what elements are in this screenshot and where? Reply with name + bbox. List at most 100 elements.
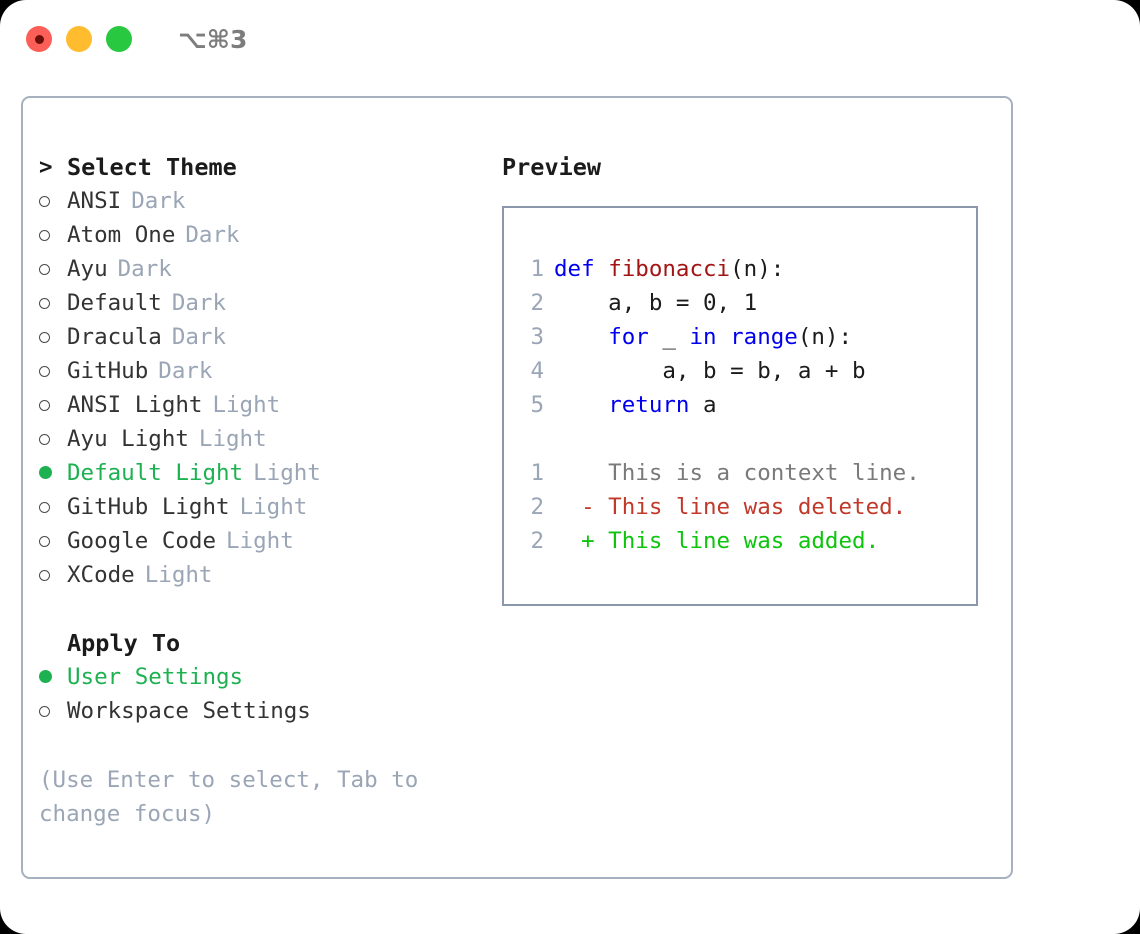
line-number: 2 — [530, 494, 544, 520]
code-token: (n): — [797, 324, 853, 350]
window-titlebar: ⌥⌘3 — [0, 0, 1140, 78]
theme-item-tag: Dark — [171, 290, 227, 316]
radio-dot-icon — [39, 434, 50, 445]
theme-list-item[interactable]: GitHub Dark — [39, 354, 479, 388]
keyboard-shortcut-label: ⌥⌘3 — [178, 24, 248, 54]
theme-item-tag: Light — [144, 562, 213, 588]
diff-sign: + — [554, 528, 595, 554]
theme-item-label: GitHub Light — [67, 494, 230, 520]
code-token: def — [554, 256, 609, 282]
code-token — [717, 324, 731, 350]
code-token: a, b = b, a + b — [554, 358, 866, 384]
line-number: 2 — [530, 290, 544, 316]
theme-picker-header: > Select Theme — [39, 150, 479, 184]
theme-item-label: GitHub — [67, 358, 149, 384]
code-token: return — [608, 392, 690, 418]
radio-unselected-icon[interactable] — [39, 218, 67, 252]
radio-unselected-icon[interactable] — [39, 388, 67, 422]
code-token — [554, 392, 608, 418]
diff-sign — [554, 460, 595, 486]
radio-selected-icon[interactable] — [39, 660, 67, 694]
radio-unselected-icon[interactable] — [39, 184, 67, 218]
radio-dot-icon — [39, 466, 52, 479]
diff-sign: - — [554, 494, 595, 520]
radio-unselected-icon[interactable] — [39, 422, 67, 456]
theme-list-item[interactable]: GitHub Light Light — [39, 490, 479, 524]
theme-item-tag: Light — [226, 528, 294, 554]
theme-list-item[interactable]: Ayu Dark — [39, 252, 479, 286]
radio-unselected-icon[interactable] — [39, 354, 67, 388]
diff-line: 2 - This line was deleted. — [518, 490, 970, 524]
code-token: _ — [648, 324, 690, 350]
code-token: fibonacci — [608, 256, 731, 282]
apply-to-item-label: Workspace Settings — [67, 698, 311, 724]
line-number: 2 — [530, 528, 544, 554]
code-token: for — [608, 324, 649, 350]
radio-dot-icon — [39, 400, 50, 411]
radio-dot-icon — [39, 706, 50, 717]
radio-unselected-icon[interactable] — [39, 524, 67, 558]
radio-unselected-icon[interactable] — [39, 694, 67, 728]
apply-to-item[interactable]: Workspace Settings — [39, 694, 479, 728]
radio-unselected-icon[interactable] — [39, 286, 67, 320]
theme-item-tag: Light — [198, 426, 267, 452]
radio-selected-icon[interactable] — [39, 456, 67, 490]
theme-item-label: Default — [67, 290, 162, 316]
minimize-icon[interactable] — [66, 26, 92, 52]
apply-to-title: Apply To — [67, 629, 181, 657]
radio-dot-icon — [39, 670, 52, 683]
line-number: 4 — [530, 358, 544, 384]
code-line: 2 a, b = 0, 1 — [518, 286, 970, 320]
theme-item-label: Atom One — [67, 222, 176, 248]
line-number: 3 — [530, 324, 544, 350]
theme-item-label: Google Code — [67, 528, 217, 554]
prompt-caret-icon: > — [39, 154, 53, 180]
theme-item-tag: Dark — [185, 222, 240, 248]
theme-item-tag: Light — [239, 494, 308, 520]
preview-title: Preview — [502, 153, 602, 181]
theme-item-tag: Dark — [117, 256, 172, 282]
radio-unselected-icon[interactable] — [39, 558, 67, 592]
line-number: 1 — [530, 460, 544, 486]
theme-item-tag: Dark — [158, 358, 213, 384]
keyboard-hint: (Use Enter to select, Tab to change focu… — [39, 767, 419, 827]
close-icon[interactable] — [26, 26, 52, 52]
theme-list-item[interactable]: Default Dark — [39, 286, 479, 320]
code-token — [554, 324, 608, 350]
theme-item-tag: Light — [253, 460, 321, 486]
code-token: range — [730, 324, 798, 350]
theme-item-label: Ayu — [67, 256, 108, 282]
radio-dot-icon — [39, 298, 50, 309]
radio-dot-icon — [39, 196, 50, 207]
theme-item-label: ANSI Light — [67, 392, 203, 418]
diff-line: 2 + This line was added. — [518, 524, 970, 558]
radio-unselected-icon[interactable] — [39, 320, 67, 354]
theme-list-item[interactable]: Atom One Dark — [39, 218, 479, 252]
code-token: a, b = 0, 1 — [554, 290, 758, 316]
apply-to-item[interactable]: User Settings — [39, 660, 479, 694]
theme-item-label: Dracula — [67, 324, 162, 350]
apply-to-header: Apply To — [39, 626, 479, 660]
apply-to-item-label: User Settings — [67, 664, 244, 690]
radio-unselected-icon[interactable] — [39, 490, 67, 524]
code-token: a — [689, 392, 717, 418]
diff-text: This is a context line. — [594, 460, 920, 486]
radio-unselected-icon[interactable] — [39, 252, 67, 286]
theme-list-item[interactable]: Google Code Light — [39, 524, 479, 558]
code-token: in — [689, 324, 717, 350]
theme-item-label: ANSI — [67, 188, 122, 214]
radio-dot-icon — [39, 264, 50, 275]
maximize-icon[interactable] — [106, 26, 132, 52]
